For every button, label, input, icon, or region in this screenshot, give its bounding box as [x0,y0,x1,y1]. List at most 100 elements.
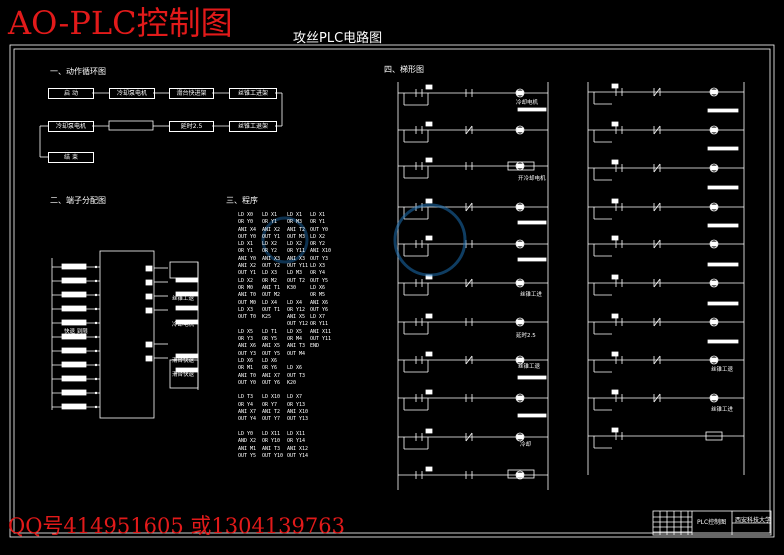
program-line [287,387,308,394]
program-line: LD X4 [262,299,278,306]
program-line: OR Y4 [310,270,326,277]
program-line: OUT M2 [262,292,281,299]
program-line [310,358,331,365]
coil-label-fill [710,204,718,210]
input-terminal [94,405,98,409]
program-line: OR Y11 [310,321,329,328]
program-line: OUT Y0 [238,233,257,240]
output-terminal [145,307,153,314]
coil-label-fill [516,127,524,133]
program-line: ANI T2 [287,226,306,233]
coil-label-fill [516,319,524,325]
program-line: OR Y5 [262,336,278,343]
contact-nc [653,317,661,327]
program-line: OUT Y1 [262,233,281,240]
coil-label-fill [707,339,739,344]
coil-label-fill [710,127,718,133]
ladder-coil-label: 冷却 [520,442,532,448]
titleblock-name: PLC控制图 [697,519,727,526]
coil-label-fill [517,107,547,112]
coil-label-fill [707,185,739,190]
program-line: LD M3 [287,270,303,277]
program-line: OUT Y5 [310,277,329,284]
watermark-logo-icon [261,216,309,264]
program-line [238,387,256,394]
contact-label-fill [425,389,433,395]
contact-label-fill [425,198,433,204]
program-line [310,351,331,358]
ladder-coil-label: 丝锥工进 [711,407,734,413]
contact-nc [653,202,661,212]
output-load-label [175,277,199,283]
coil-label-fill [517,257,547,262]
coil-icon [709,125,719,135]
coil-label-fill [516,280,524,286]
coil-label-fill [710,241,718,247]
coil-icon [709,355,719,365]
input-terminal-label [61,291,87,298]
contact-nc [465,432,473,442]
section-program-title: 三、程序 [226,196,258,205]
ladder-coil-label: 延时2.5 [516,333,536,339]
program-line: K20 [287,379,297,386]
program-line [310,424,331,431]
coil-icon [709,202,719,212]
contact-label-fill [611,389,619,395]
program-line: OUT Y12 [287,321,309,328]
program-line: LD X0 [238,212,254,218]
program-line: OUT Y5 [238,452,257,459]
coil-icon [515,355,525,365]
flow-box: 丝锥工进架 [229,88,277,99]
input-terminal-label [61,361,87,368]
input-terminal [94,307,98,311]
coil-label-fill [707,146,739,151]
coil-icon [515,202,525,212]
program-line: OR Y0 [238,219,254,226]
input-terminal [94,321,98,325]
coil-label-fill [710,357,718,363]
contact-nc [653,393,661,403]
program-line: LD X11 [262,430,281,437]
program-line: ANI T2 [262,409,281,416]
program-line [310,402,331,409]
flow-box: 丝锥工退架 [229,121,277,132]
section-io-title: 二、端子分配图 [50,196,106,205]
program-line: ANI X7 [262,372,281,379]
program-line: LD X3 [238,306,254,313]
program-line: LD X1 [262,212,278,218]
program-line [310,387,331,394]
flow-box: 滑台快进架 [169,88,214,99]
program-line: ANI X11 [310,328,332,335]
input-terminal [94,293,98,297]
drawing-title: 攻丝PLC电路图 [293,31,383,46]
flow-box: 启 动 [48,88,94,99]
coil-label-fill [516,241,524,247]
program-line: OUT M4 [287,350,306,357]
contact-nc [653,125,661,135]
coil-label-fill [707,301,739,306]
contact-label-fill [425,351,433,357]
program-line [238,321,256,328]
contact-nc [653,355,661,365]
output-terminal [145,355,153,362]
ladder-coil-label: 丝锥工退 [711,367,734,373]
program-line: ANI X10 [310,248,332,255]
contact-label-fill [611,351,619,357]
overlay-title: AO-PLC控制图 [8,4,233,42]
contact-nc [653,87,661,97]
coil-label-fill [517,220,547,225]
coil-icon [515,125,525,135]
io-label: 滑台快退 [172,358,195,364]
program-line: ANI X3 [262,255,281,262]
overlay-contact: QQ号414951605 或1304139763 [8,514,345,538]
program-line: LD X6 [287,365,303,372]
program-line: OUT Y5 [262,350,281,357]
drawing-inner-border [13,48,771,534]
contact-label-fill [425,235,433,241]
program-line: OUT Y1 [238,270,257,277]
program-line: AND X2 [238,438,257,445]
